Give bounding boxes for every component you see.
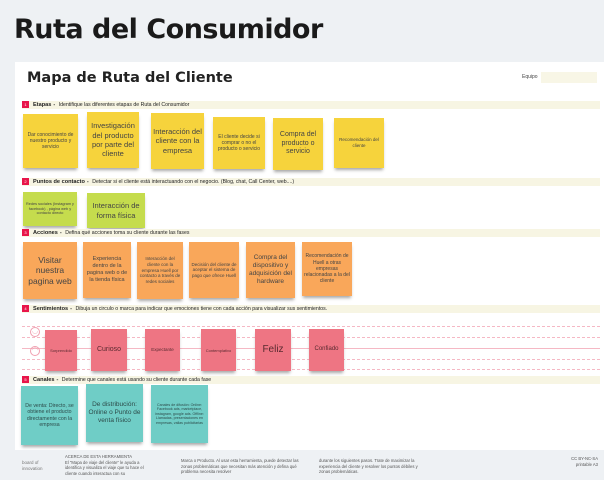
section-header-2: 2 Puntos de contacto- Detectar si el clie… — [22, 178, 600, 186]
section-number: 2 — [22, 178, 29, 186]
section-header-1: 1 Etapas- Identifique las diferentes etap… — [22, 101, 600, 109]
sticky-note[interactable]: Experiencia dentro de la pagina web o de… — [83, 242, 131, 298]
footer: board of innovation ACERCA DE ESTA HERRA… — [0, 450, 604, 480]
guide-line — [22, 326, 600, 327]
page-title: Ruta del Consumidor — [14, 14, 323, 45]
sticky-note[interactable]: Dar conocimiento de nuestro producto y s… — [23, 114, 78, 168]
sticky-note[interactable]: Interacción del cliente con la empresa H… — [137, 242, 183, 299]
dash: - — [70, 306, 72, 312]
about-text-1: El "Mapa de viaje del cliente" le ayuda … — [65, 459, 144, 477]
section-header-3: 3 Acciones- Defina qué acciones toma su c… — [22, 229, 600, 237]
about-title: ACERCA DE ESTA HERRAMIENTA — [65, 454, 133, 459]
sticky-note[interactable]: Curioso — [91, 329, 127, 371]
sticky-note[interactable]: Recomendación de Huell a otras empresas … — [302, 242, 352, 296]
about-text-3: durante los siguientes pasos. Trate de m… — [319, 458, 418, 475]
team-label: Equipo — [522, 74, 538, 80]
sticky-note[interactable]: De distribución: Online o Punto de venta… — [86, 384, 143, 442]
section-name: Acciones — [33, 230, 58, 236]
section-header-5: 5 Canales- Determine que canales está usa… — [22, 376, 600, 384]
sticky-note[interactable]: Feliz — [255, 329, 291, 371]
section-description: Dibuja un circulo o marca para indicar q… — [75, 306, 328, 312]
section-name: Puntos de contacto — [33, 179, 85, 185]
section-description: Identifique las diferentes etapas de Rut… — [58, 102, 190, 108]
sticky-note[interactable]: Canales de difusión: Online: Facebook ad… — [151, 385, 208, 443]
sticky-note[interactable]: Decisión del cliente de aceptar el siste… — [189, 242, 239, 298]
section-name: Etapas — [33, 102, 52, 108]
happy-face-icon: ◡ — [30, 327, 40, 337]
brand-logo: board of innovation — [22, 460, 43, 472]
sticky-note[interactable]: El cliente decide si comprar o no el pro… — [213, 117, 265, 169]
dash: - — [53, 102, 56, 108]
sticky-note[interactable]: Compra del producto o servicio — [273, 118, 323, 170]
section-header-4: 4 Sentimientos- Dibuja un circulo o marca… — [22, 305, 600, 313]
section-name: Sentimientos — [33, 306, 69, 312]
sad-face-icon: ◠ — [30, 346, 40, 356]
sticky-note[interactable]: De venta: Directo, se obtiene el product… — [21, 386, 78, 445]
dash: - — [86, 179, 89, 185]
dash: - — [56, 377, 59, 383]
sticky-note[interactable]: Visitar nuestra pagina web — [23, 242, 77, 299]
section-number: 5 — [22, 376, 29, 384]
sticky-note[interactable]: Interacción de forma física — [87, 193, 145, 228]
sticky-note[interactable]: Recomendación del cliente — [334, 118, 384, 168]
sticky-note[interactable]: Expectante — [145, 329, 180, 371]
sticky-note[interactable]: Contemplativo — [201, 329, 236, 371]
section-number: 1 — [22, 101, 29, 109]
section-description: Determine que canales está usando su cli… — [61, 377, 212, 383]
board-title: Mapa de Ruta del Cliente — [27, 70, 233, 86]
dash: - — [59, 230, 62, 236]
section-name: Canales — [33, 377, 55, 383]
license-text: CC BY-NC-SA printable A3 — [571, 456, 598, 467]
sticky-note[interactable]: Investigación del producto por parte del… — [87, 112, 139, 168]
team-input[interactable] — [541, 72, 597, 83]
sticky-note[interactable]: Interacción del cliente con la empresa — [151, 113, 204, 169]
sticky-note[interactable]: Sorprendido — [45, 330, 77, 371]
section-description: Defina qué acciones toma su cliente dura… — [65, 230, 190, 236]
sticky-note[interactable]: Compra del dispositivo y adquisición del… — [246, 242, 295, 298]
sticky-note[interactable]: Confiado — [309, 329, 344, 371]
about-text-2: Marca o Producto. Al usar esta herramien… — [181, 458, 299, 475]
sticky-note[interactable]: Redes sociales (Instagram y facebook) , … — [23, 192, 77, 226]
section-number: 4 — [22, 305, 29, 313]
section-number: 3 — [22, 229, 29, 237]
section-description: Detectar si el cliente está interactuand… — [92, 179, 295, 185]
